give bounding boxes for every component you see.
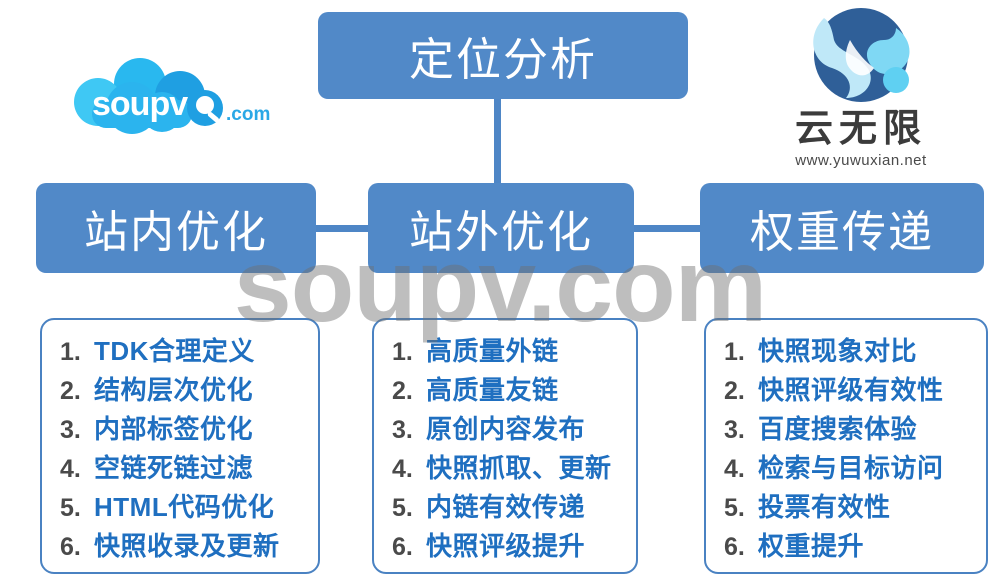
list-item-label: TDK合理定义 bbox=[94, 336, 255, 366]
list-item: 3. 原创内容发布 bbox=[392, 410, 626, 449]
circle-swirl-icon bbox=[813, 8, 910, 102]
list-item: 2. 结构层次优化 bbox=[60, 371, 308, 410]
list-item-label: 权重提升 bbox=[758, 531, 865, 561]
list-item-label: 百度搜索体验 bbox=[758, 414, 918, 444]
list-item-number: 2. bbox=[392, 377, 413, 405]
list-item: 2. 快照评级有效性 bbox=[724, 371, 976, 410]
list-item-number: 1. bbox=[724, 338, 745, 366]
list-item: 4. 空链死链过滤 bbox=[60, 449, 308, 488]
list-item-number: 5. bbox=[60, 494, 81, 522]
list-box-onsite: 1. TDK合理定义 2. 结构层次优化 3. 内部标签优化 4. 空链死链过滤… bbox=[40, 318, 320, 574]
node-onsite-optimization-label: 站内优化 bbox=[84, 208, 268, 257]
list-item-label: HTML代码优化 bbox=[94, 492, 275, 522]
list-item-label: 快照抓取、更新 bbox=[426, 453, 612, 483]
node-title-label: 定位分析 bbox=[408, 34, 597, 85]
list-item-number: 3. bbox=[60, 416, 81, 444]
list-item-number: 2. bbox=[724, 377, 745, 405]
magnifier-icon bbox=[187, 90, 223, 126]
list-item-label: 快照评级有效性 bbox=[758, 375, 944, 405]
list-item-label: 检索与目标访问 bbox=[758, 453, 944, 483]
list-box-offsite: 1. 高质量外链 2. 高质量友链 3. 原创内容发布 4. 快照抓取、更新 5… bbox=[372, 318, 638, 574]
list-item-number: 5. bbox=[392, 494, 413, 522]
list-item-label: 投票有效性 bbox=[758, 492, 891, 522]
list-item: 3. 百度搜索体验 bbox=[724, 410, 976, 449]
list-item: 1. TDK合理定义 bbox=[60, 332, 308, 371]
list-item-number: 4. bbox=[60, 455, 81, 483]
node-offsite-optimization-label: 站外优化 bbox=[409, 208, 593, 257]
list-item: 4. 检索与目标访问 bbox=[724, 449, 976, 488]
node-weight-transfer-label: 权重传递 bbox=[750, 208, 934, 257]
yuwuxian-name: 云无限 bbox=[794, 108, 927, 150]
list-item: 6. 快照收录及更新 bbox=[60, 527, 308, 566]
list-item-number: 2. bbox=[60, 377, 81, 405]
connector-title-to-middle bbox=[494, 96, 501, 192]
list-item-label: 快照收录及更新 bbox=[94, 531, 280, 561]
list-box-weight: 1. 快照现象对比 2. 快照评级有效性 3. 百度搜索体验 4. 检索与目标访… bbox=[704, 318, 988, 574]
list-item-label: 高质量友链 bbox=[426, 375, 559, 405]
list-item: 5. HTML代码优化 bbox=[60, 488, 308, 527]
list-item-label: 内部标签优化 bbox=[94, 414, 254, 444]
list-item-number: 3. bbox=[392, 416, 413, 444]
list-item-number: 5. bbox=[724, 494, 745, 522]
list-item: 1. 高质量外链 bbox=[392, 332, 626, 371]
list-item: 6. 权重提升 bbox=[724, 527, 976, 566]
list-item-label: 高质量外链 bbox=[426, 336, 559, 366]
list-item-number: 4. bbox=[724, 455, 745, 483]
list-item-number: 4. bbox=[392, 455, 413, 483]
node-title[interactable]: 定位分析 bbox=[318, 12, 688, 99]
list-item-number: 3. bbox=[724, 416, 745, 444]
list-item-number: 1. bbox=[392, 338, 413, 366]
list-item: 2. 高质量友链 bbox=[392, 371, 626, 410]
list-item: 5. 投票有效性 bbox=[724, 488, 976, 527]
list-item: 4. 快照抓取、更新 bbox=[392, 449, 626, 488]
node-onsite-optimization[interactable]: 站内优化 bbox=[36, 183, 316, 273]
node-weight-transfer[interactable]: 权重传递 bbox=[700, 183, 984, 273]
list-item: 5. 内链有效传递 bbox=[392, 488, 626, 527]
list-item: 6. 快照评级提升 bbox=[392, 527, 626, 566]
list-item-number: 6. bbox=[60, 533, 81, 561]
yuwuxian-url: www.yuwuxian.net bbox=[795, 152, 927, 169]
list-item-label: 快照现象对比 bbox=[758, 336, 918, 366]
list-item-label: 内链有效传递 bbox=[426, 492, 586, 522]
list-item-number: 1. bbox=[60, 338, 81, 366]
list-item: 1. 快照现象对比 bbox=[724, 332, 976, 371]
list-item-number: 6. bbox=[724, 533, 745, 561]
list-item-label: 结构层次优化 bbox=[94, 375, 254, 405]
svg-text:.com: .com bbox=[226, 104, 270, 125]
list-item: 3. 内部标签优化 bbox=[60, 410, 308, 449]
soupv-logo: soupv .com bbox=[62, 58, 292, 138]
list-item-label: 空链死链过滤 bbox=[94, 453, 254, 483]
list-item-label: 快照评级提升 bbox=[426, 531, 586, 561]
list-item-label: 原创内容发布 bbox=[426, 414, 586, 444]
list-item-number: 6. bbox=[392, 533, 413, 561]
node-offsite-optimization[interactable]: 站外优化 bbox=[368, 183, 634, 273]
yuwuxian-logo: 云无限 www.yuwuxian.net bbox=[746, 6, 976, 176]
svg-text:soupv: soupv bbox=[92, 85, 188, 123]
